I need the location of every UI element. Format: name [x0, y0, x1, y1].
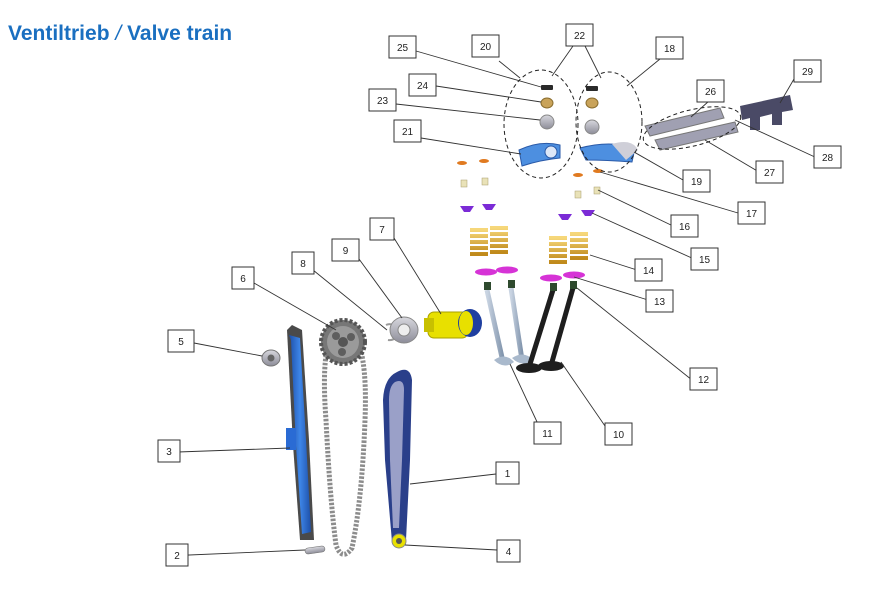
callout-25: 25	[388, 35, 417, 59]
callout-label: 13	[654, 297, 666, 308]
callout-9: 9	[331, 238, 360, 262]
callout-label: 25	[397, 43, 409, 54]
callout-label: 11	[542, 429, 553, 440]
callout-5: 5	[167, 329, 195, 353]
callout-6: 6	[231, 266, 255, 290]
cam-actuator-icon	[424, 309, 482, 339]
valve-spring-icon	[470, 226, 588, 264]
callout-label: 3	[166, 447, 172, 458]
callout-label: 9	[343, 246, 349, 257]
callout-29: 29	[793, 59, 822, 83]
parts-artwork	[261, 69, 793, 557]
callout-1: 1	[495, 461, 520, 485]
callout-22: 22	[565, 23, 594, 47]
callout-label: 12	[698, 375, 710, 386]
callout-3: 3	[157, 439, 181, 463]
rocker-arm-icon	[579, 142, 638, 163]
callout-label: 15	[699, 255, 711, 266]
callout-27: 27	[755, 160, 784, 184]
callout-11: 11	[533, 421, 562, 445]
callout-20: 20	[471, 34, 500, 58]
callout-26: 26	[696, 79, 725, 103]
callout-4: 4	[496, 539, 521, 563]
callout-label: 6	[240, 274, 246, 285]
rocker-shaft-icon	[644, 107, 739, 151]
callout-label: 17	[746, 209, 758, 220]
title-german: Ventiltrieb	[8, 22, 110, 45]
callout-label: 24	[417, 81, 429, 92]
nut-icon	[261, 349, 281, 367]
pin-icon	[541, 85, 598, 91]
leader-lines	[165, 45, 818, 557]
callout-7: 7	[369, 217, 395, 241]
tensioner-rail-icon	[383, 369, 412, 549]
callout-label: 1	[505, 469, 511, 480]
callout-label: 4	[506, 547, 512, 558]
callout-label: 22	[574, 31, 586, 42]
title-english: Valve train	[127, 22, 233, 45]
shaft-bracket-icon	[740, 95, 793, 130]
callout-18: 18	[655, 36, 684, 60]
callout-23: 23	[368, 88, 397, 112]
callout-label: 16	[679, 222, 691, 233]
callout-2: 2	[165, 543, 189, 567]
valve-key-icon	[460, 177, 601, 199]
callout-12: 12	[689, 367, 718, 391]
intake-valve-icon	[484, 287, 533, 366]
callout-28: 28	[813, 145, 842, 169]
callout-label: 26	[705, 87, 717, 98]
callout-13: 13	[645, 289, 674, 313]
callout-label: 21	[402, 127, 414, 138]
callout-label: 7	[379, 225, 385, 236]
guide-rail-icon	[286, 325, 314, 540]
callout-label: 5	[178, 337, 184, 348]
callout-19: 19	[682, 169, 711, 193]
callout-10: 10	[604, 422, 633, 446]
callout-16: 16	[670, 214, 699, 238]
callout-label: 8	[300, 259, 306, 270]
page-title: Ventiltrieb / Valve train	[8, 22, 232, 46]
timing-chain-icon	[321, 327, 368, 557]
group-ellipse-shafts	[642, 106, 742, 150]
callout-8: 8	[291, 251, 315, 275]
callout-label: 10	[613, 430, 625, 441]
group-ellipse-left	[503, 69, 579, 179]
pin-icon	[304, 545, 326, 555]
spring-seat-icon	[475, 266, 585, 282]
callout-label: 14	[643, 266, 655, 277]
callout-label: 29	[802, 67, 814, 78]
sprocket-icon	[319, 318, 367, 366]
callout-label: 2	[174, 551, 180, 562]
title-separator: /	[115, 22, 122, 45]
callout-label: 19	[691, 177, 703, 188]
callout-15: 15	[690, 247, 719, 271]
callout-label: 28	[822, 153, 834, 164]
roller-icon	[539, 114, 600, 135]
callout-label: 20	[480, 42, 492, 53]
callout-17: 17	[737, 201, 766, 225]
group-ellipse-right	[575, 71, 643, 173]
callout-label: 23	[377, 96, 389, 107]
callout-label: 18	[664, 44, 676, 55]
callout-21: 21	[393, 119, 422, 143]
callout-14: 14	[634, 258, 663, 282]
washer-icon	[540, 97, 599, 109]
rocker-arm-icon	[518, 142, 561, 167]
callout-label: 27	[764, 168, 776, 179]
spring-retainer-icon	[460, 204, 595, 220]
valve-stem-seal-icon	[484, 280, 577, 291]
callout-24: 24	[408, 73, 437, 97]
bearing-icon	[389, 316, 419, 344]
exhaust-valve-icon	[516, 287, 576, 373]
